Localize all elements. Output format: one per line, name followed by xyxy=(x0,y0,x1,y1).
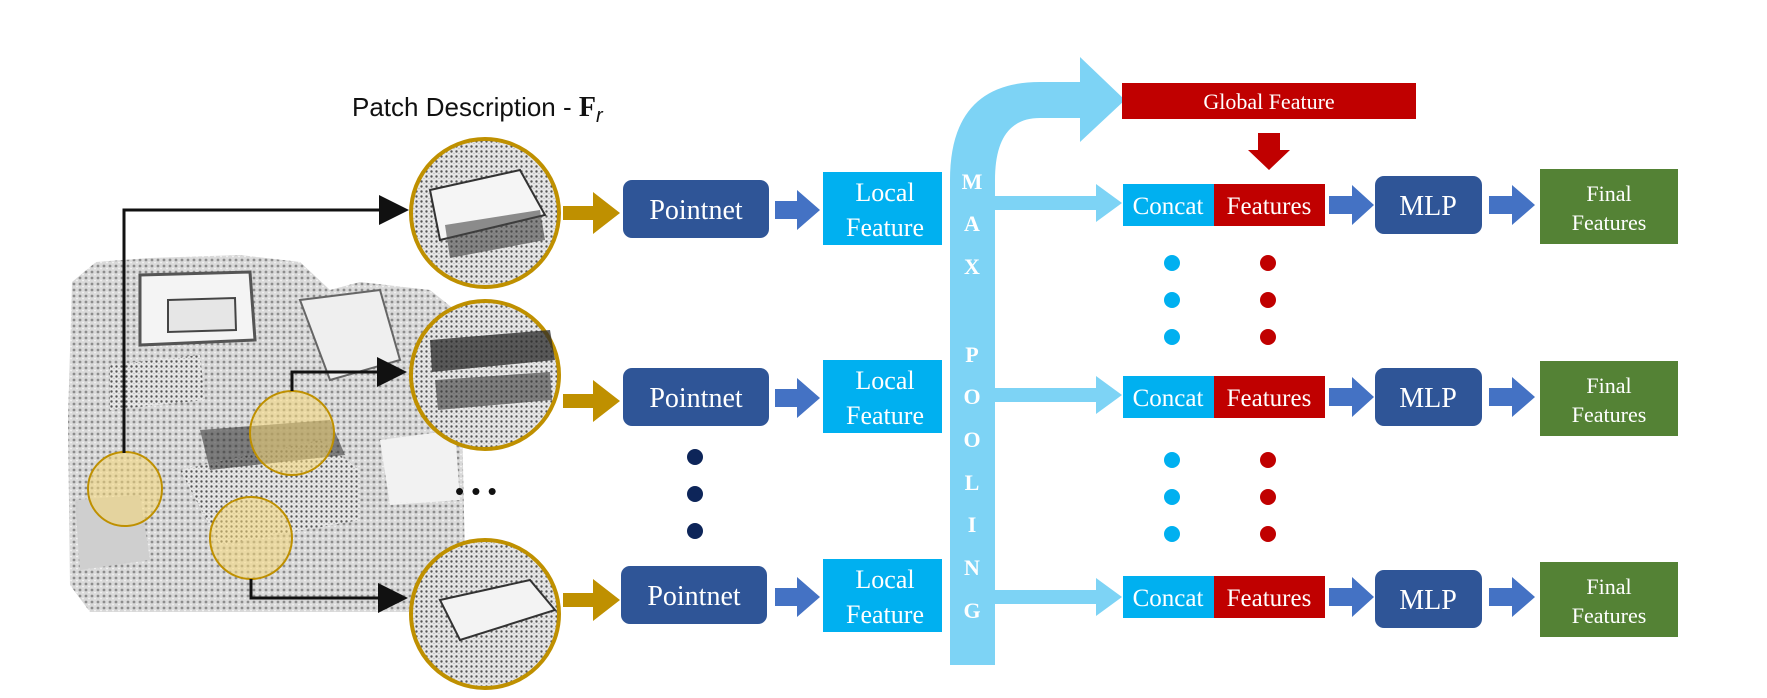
svg-text:Global Feature: Global Feature xyxy=(1203,89,1334,114)
svg-text:MLP: MLP xyxy=(1399,191,1457,222)
svg-text:N: N xyxy=(964,555,980,580)
svg-text:Pointnet: Pointnet xyxy=(647,581,741,612)
svg-text:Final: Final xyxy=(1586,373,1631,398)
patch-highlight-1 xyxy=(87,451,163,527)
svg-text:Pointnet: Pointnet xyxy=(649,195,743,226)
blue-arrow-mlp-2 xyxy=(1329,377,1374,417)
blue-arrow-pn-2 xyxy=(775,378,820,418)
concat-features-row-2: Concat Features xyxy=(1123,376,1325,418)
connector-line-3 xyxy=(249,579,408,613)
concat-continuation-dots xyxy=(1164,255,1180,542)
svg-text:Concat: Concat xyxy=(1133,585,1204,612)
patch-highlight-2 xyxy=(249,390,335,476)
patch-description-title: Patch Description - Fr xyxy=(352,92,604,127)
svg-text:I: I xyxy=(968,512,977,537)
svg-text:Features: Features xyxy=(1572,402,1647,427)
pool-arrow-1 xyxy=(995,184,1122,222)
svg-text:Local: Local xyxy=(855,366,914,395)
blue-arrow-final-1 xyxy=(1489,185,1535,225)
svg-text:M: M xyxy=(962,169,983,194)
svg-text:Feature: Feature xyxy=(846,213,924,242)
svg-text:MLP: MLP xyxy=(1399,383,1457,414)
blue-arrow-final-2 xyxy=(1489,377,1535,417)
svg-text:Features: Features xyxy=(1227,385,1312,412)
global-feature-box: Global Feature xyxy=(1122,83,1416,119)
final-features-box-3: Final Features xyxy=(1540,562,1678,637)
svg-text:X: X xyxy=(964,254,980,279)
features-continuation-dots xyxy=(1260,255,1276,542)
zoomed-patch-1 xyxy=(409,137,561,289)
final-features-box-1: Final Features xyxy=(1540,169,1678,244)
pool-arrow-2 xyxy=(995,376,1122,414)
svg-text:Features: Features xyxy=(1227,193,1312,220)
concat-features-row-1: Concat Features xyxy=(1123,184,1325,226)
svg-text:Final: Final xyxy=(1586,181,1631,206)
row-continuation-dots xyxy=(687,449,703,539)
svg-text:Features: Features xyxy=(1572,603,1647,628)
pointnet-box-1: Pointnet xyxy=(623,180,769,238)
local-feature-box-1: Local Feature xyxy=(823,172,942,245)
svg-text:Pointnet: Pointnet xyxy=(649,383,743,414)
gold-arrow-2 xyxy=(563,380,620,422)
svg-text:Feature: Feature xyxy=(846,401,924,430)
max-pooling-band xyxy=(950,57,1125,665)
svg-text:Final: Final xyxy=(1586,574,1631,599)
blue-arrow-pn-1 xyxy=(775,190,820,230)
blue-arrow-mlp-3 xyxy=(1329,577,1374,617)
blue-arrow-pn-3 xyxy=(775,577,820,617)
local-feature-box-2: Local Feature xyxy=(823,360,942,433)
ellipsis-dots: • • • xyxy=(455,476,497,506)
connector-line-2 xyxy=(290,357,407,391)
svg-text:Features: Features xyxy=(1572,210,1647,235)
zoomed-patch-3 xyxy=(409,538,561,690)
svg-text:Feature: Feature xyxy=(846,600,924,629)
svg-text:MLP: MLP xyxy=(1399,585,1457,616)
final-features-box-2: Final Features xyxy=(1540,361,1678,436)
blue-arrow-mlp-1 xyxy=(1329,185,1374,225)
svg-text:O: O xyxy=(963,384,980,409)
svg-text:Local: Local xyxy=(855,565,914,594)
svg-text:Features: Features xyxy=(1227,585,1312,612)
svg-text:Concat: Concat xyxy=(1133,385,1204,412)
pool-arrow-3 xyxy=(995,578,1122,616)
connector-line-1 xyxy=(122,195,409,453)
svg-text:G: G xyxy=(963,598,980,623)
svg-text:L: L xyxy=(965,470,980,495)
max-pooling-letters: M A X P O O L I N G xyxy=(962,169,983,623)
mlp-box-1: MLP xyxy=(1375,176,1482,234)
mlp-box-2: MLP xyxy=(1375,368,1482,426)
local-feature-box-3: Local Feature xyxy=(823,559,942,632)
svg-text:A: A xyxy=(964,211,980,236)
svg-text:Local: Local xyxy=(855,178,914,207)
svg-text:P: P xyxy=(965,342,978,367)
blue-arrow-final-3 xyxy=(1489,577,1535,617)
pointnet-box-2: Pointnet xyxy=(623,368,769,426)
gold-arrow-3 xyxy=(563,579,620,621)
svg-text:O: O xyxy=(963,427,980,452)
mlp-box-3: MLP xyxy=(1375,570,1482,628)
global-feature-down-arrow xyxy=(1248,133,1290,170)
patch-highlight-3 xyxy=(209,496,293,580)
gold-arrow-1 xyxy=(563,192,620,234)
svg-text:Concat: Concat xyxy=(1133,193,1204,220)
concat-features-row-3: Concat Features xyxy=(1123,576,1325,618)
pointnet-box-3: Pointnet xyxy=(621,566,767,624)
zoomed-patch-2 xyxy=(409,299,561,451)
